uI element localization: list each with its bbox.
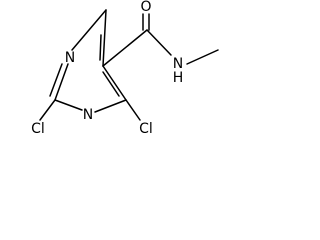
- atom-label-h-amide: H: [173, 70, 184, 86]
- atom-label-n1: N: [65, 50, 75, 66]
- atom-labels: N N Cl Cl O N H: [31, 0, 183, 137]
- bond-n-methyl: [186, 49, 219, 65]
- bond-n1-c2: [54, 63, 69, 101]
- bond-c6-c5-inner: [99, 34, 102, 61]
- bond-c5-carbonyl: [102, 29, 148, 67]
- bond-carbonyl-n: [146, 29, 172, 56]
- bond-n3-c4: [94, 99, 127, 113]
- bond-n1-c2-inner: [49, 63, 63, 97]
- bond-c2-cl: [39, 99, 56, 121]
- bond-c6-c5-double: [102, 9, 107, 67]
- bond-c4-c5: [102, 65, 127, 101]
- atom-label-cl-left: Cl: [31, 121, 45, 137]
- bond-c4-c5-inner: [102, 71, 120, 97]
- bond-lines: [39, 9, 219, 121]
- atom-label-n3: N: [83, 107, 93, 123]
- bond-c2-n3: [54, 99, 83, 111]
- atom-label-o: O: [140, 0, 151, 15]
- atom-label-n-amide: N: [173, 56, 183, 72]
- bond-c4-cl: [125, 99, 141, 121]
- atom-label-cl-right: Cl: [139, 121, 153, 137]
- chemical-structure-diagram: N N Cl Cl O N H: [31, 0, 219, 137]
- bond-c6-n1: [71, 9, 107, 51]
